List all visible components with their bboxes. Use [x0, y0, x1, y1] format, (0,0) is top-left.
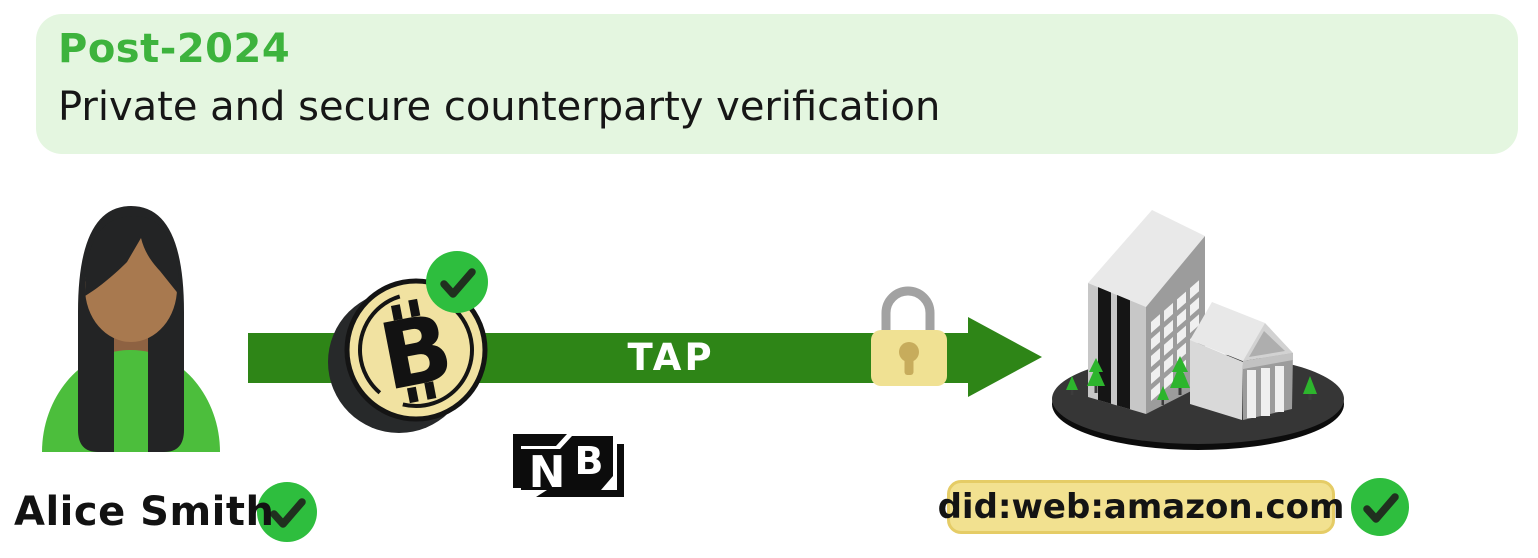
classical-building	[1190, 302, 1293, 420]
era-label: Post-2024	[58, 26, 291, 72]
banner-subtitle: Private and secure counterparty verifica…	[58, 84, 941, 130]
coin-verified-check-icon	[426, 251, 488, 313]
notabene-logo: N B	[513, 434, 624, 498]
era-banner: Post-2024 Private and secure counterpart…	[36, 14, 1518, 154]
sender-verified-check-icon	[257, 482, 317, 542]
bitcoin-coin-icon: B	[328, 278, 488, 433]
arrow-label: TAP	[627, 336, 714, 379]
receiver-did-text: did:web:amazon.com	[937, 487, 1345, 527]
person-avatar	[42, 206, 220, 452]
sender-name-label: Alice Smith	[14, 489, 275, 535]
receiver-verified-check-icon	[1351, 478, 1409, 536]
logo-letter-n: N	[529, 447, 566, 498]
receiver-buildings-illustration	[1052, 210, 1344, 450]
logo-letter-b: B	[575, 439, 604, 483]
trees	[1066, 356, 1317, 405]
receiver-did-badge: did:web:amazon.com	[938, 480, 1344, 534]
lock-icon	[871, 286, 947, 386]
